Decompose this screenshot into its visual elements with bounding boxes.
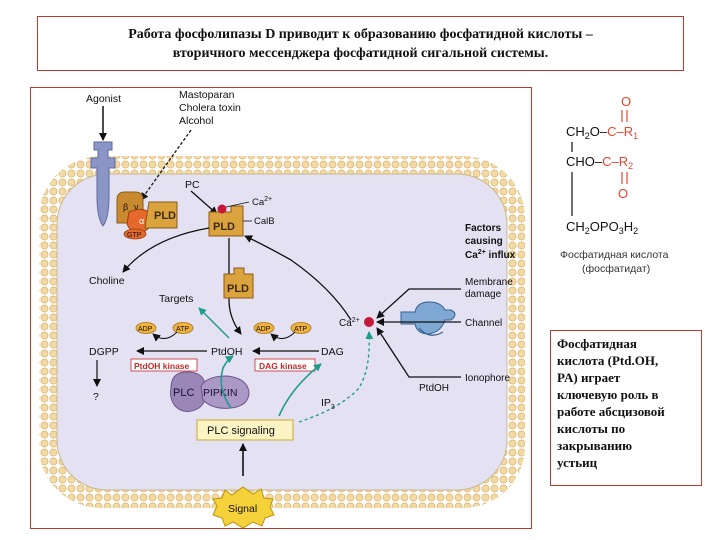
ptdoh-label: PtdOH (211, 346, 243, 358)
gtp-blob (123, 228, 147, 240)
pld-inactive (223, 267, 254, 299)
ptdoh-outside-label: PtdOH (419, 383, 449, 394)
formula-row-2: CHO–C–R2 (566, 154, 633, 171)
choline-label: Choline (89, 275, 125, 287)
note-line-4: ключевую роль в (557, 387, 659, 402)
atp-label-right: ATP (294, 326, 307, 333)
plc-signaling-box (196, 419, 294, 441)
ca-label-center: Ca2+ (339, 317, 360, 329)
formula-caption-line-2: (фосфатидат) (582, 263, 650, 275)
activator-mastoparan: Mastoparan (179, 89, 235, 101)
plc-label: PLC (173, 387, 194, 399)
note-line-3: PA) играет (557, 370, 621, 385)
cell-interior (56, 173, 508, 491)
note-box: Фосфатидная кислота (Ptd.OH, PA) играет … (550, 330, 702, 486)
atp-adp-right-arrow (270, 331, 296, 342)
atp-label-left: ATP (176, 326, 189, 333)
ionophore-arrow (376, 327, 461, 378)
adp-pill-right (253, 322, 275, 334)
note-line-5: работе абсцизовой (557, 404, 665, 419)
note-line-7: закрыванию (557, 438, 633, 453)
signal-label: Signal (228, 503, 257, 515)
plc-signaling-label: PLC signaling (207, 425, 275, 437)
adp-label-left: ADP (138, 326, 153, 333)
signal-burst (212, 486, 275, 528)
formula-svg: O CH2O–C–R1 CHO–C–R2 O CH2OPO3H2 Фосфати… (560, 94, 669, 275)
note-line-2: кислота (Ptd.OH, (557, 353, 659, 368)
adp-label-right: ADP (256, 326, 271, 333)
atp-adp-left-arrow (152, 331, 178, 342)
ca-leader (225, 201, 250, 208)
beta-label: β (123, 202, 128, 212)
activator-alcohol: Alcohol (179, 115, 213, 127)
activator-cholera-toxin: Cholera toxin (179, 102, 241, 114)
pc-arrow (190, 190, 218, 215)
membrane-damage-line-2: damage (465, 289, 502, 300)
formula-o-top: O (621, 94, 631, 109)
ip3-label: IP3 (321, 397, 335, 411)
pld-membrane-complex (144, 201, 178, 229)
pld-label-3: PLD (227, 283, 249, 295)
ptdoh-to-targets-arrow (198, 307, 230, 339)
dag-kinase-label: DAG kinase (259, 361, 307, 371)
pld-to-ptdoh-arrow (228, 238, 242, 335)
activator-arrow (140, 129, 192, 201)
plc-to-dag-arrow (278, 363, 322, 417)
targets-label: Targets (159, 293, 193, 305)
dgpp-question-mark: ? (93, 391, 99, 403)
title-line-1: Работа фосфолипазы D приводит к образова… (128, 26, 593, 42)
note-line-1: Фосфатидная (557, 336, 637, 351)
ptdoh-kinase-box (130, 358, 198, 372)
pipkin-label: PIPKIN (203, 387, 237, 399)
ca-dot-upper (217, 204, 227, 214)
formula-caption-line-1: Фосфатидная кислота (560, 249, 669, 261)
dgpp-label: DGPP (89, 346, 119, 358)
ionophore-label: Ionophore (465, 373, 510, 384)
alpha-label: α (139, 216, 144, 226)
pipkin-enzyme (200, 375, 250, 409)
membrane-damage-arrow (376, 288, 461, 319)
title-box: Работа фосфолипазы D приводит к образова… (37, 16, 684, 71)
ca-dot-center (364, 317, 374, 327)
ca-label-upper: Ca2+ (252, 196, 272, 208)
pld-calb (208, 205, 244, 237)
agonist-label: Agonist (86, 93, 121, 105)
pc-label: PC (185, 179, 200, 191)
calb-label: CalB (254, 216, 275, 227)
receptor (90, 141, 116, 227)
pld-to-choline-arrow (122, 227, 210, 273)
adp-pill-left (135, 322, 157, 334)
note-line-8: устьиц (557, 455, 598, 470)
formula-row-1: CH2O–C–R1 (566, 124, 638, 141)
dag-label: DAG (321, 346, 344, 358)
ca-to-pld-arrow (244, 235, 352, 321)
diagram-frame: Agonist Mastoparan Cholera toxin Alcohol… (30, 87, 532, 529)
factors-line-2: causing (465, 236, 503, 247)
factors-line-3: Ca2+ influx (465, 249, 516, 261)
gamma-label: γ (134, 202, 139, 212)
formula-o-mid: O (618, 186, 628, 201)
ptdoh-kinase-label: PtdOH kinase (134, 361, 190, 371)
pld-label-2: PLD (213, 221, 235, 233)
channel-detail (418, 327, 444, 336)
atp-pill-right (290, 322, 312, 334)
plc-to-ptdoh-arrow (220, 355, 234, 409)
pld-label-1: PLD (154, 210, 176, 222)
phosphatidic-acid-formula: O CH2O–C–R1 CHO–C–R2 O CH2OPO3H2 Фосфати… (548, 88, 713, 288)
membrane-damage-line-1: Membrane (465, 277, 513, 288)
channel-protein (400, 301, 456, 335)
channel-label: Channel (465, 318, 502, 329)
formula-row-3: CH2OPO3H2 (566, 219, 638, 236)
factors-line-1: Factors (465, 223, 502, 234)
note-line-6: кислоты по (557, 421, 626, 436)
title-line-2: вторичного мессенджера фосфатидной сигал… (172, 45, 549, 61)
atp-pill-left (172, 322, 194, 334)
gtp-label: GTP (127, 232, 142, 239)
pld-signaling-diagram: Agonist Mastoparan Cholera toxin Alcohol… (39, 89, 525, 528)
